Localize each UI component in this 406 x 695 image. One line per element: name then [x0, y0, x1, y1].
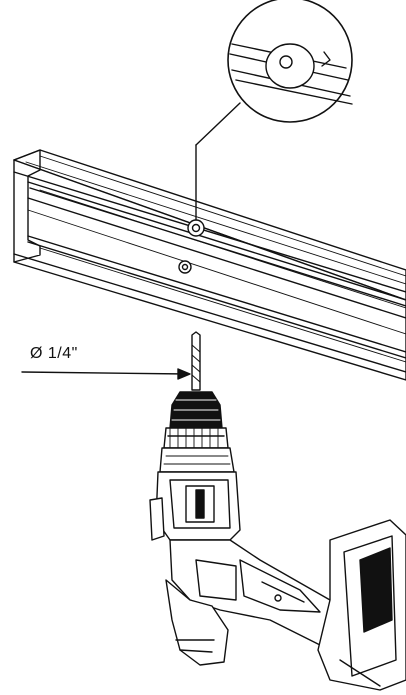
rail-hole-top	[187, 219, 205, 237]
drill-diameter-label: Ø 1/4"	[30, 345, 78, 362]
aluminum-rail	[13, 149, 406, 381]
drill-bit	[191, 331, 201, 391]
cordless-drill	[149, 391, 406, 691]
dimension-arrow	[21, 368, 191, 380]
rail-hole-lower	[178, 260, 192, 274]
detail-callout	[195, 0, 353, 221]
